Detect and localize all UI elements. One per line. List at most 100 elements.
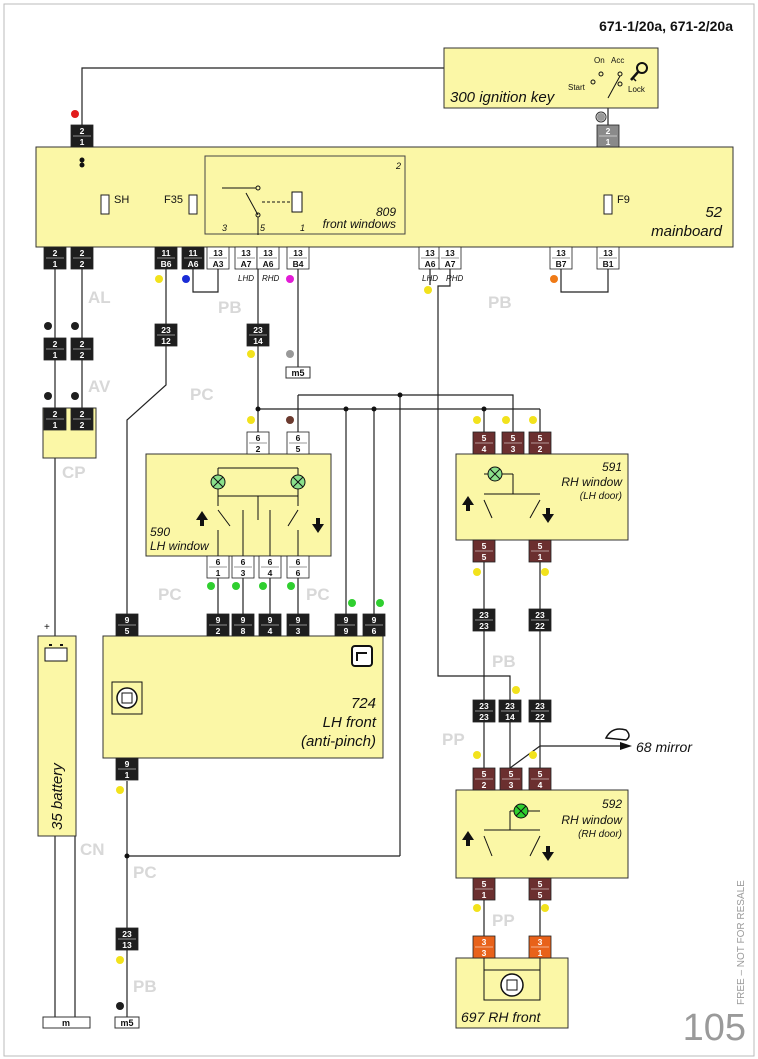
rhd-label: RHD [446, 274, 464, 283]
wire-color-dot [550, 275, 558, 283]
lh-front-motor-box [102, 635, 384, 759]
connector-pin-label: 23 [122, 929, 132, 939]
ground-m5-label: m5 [120, 1018, 133, 1028]
wire-color-dot [247, 416, 255, 424]
lh-window-internals [196, 467, 324, 556]
connector-pin-label: 6 [268, 557, 273, 567]
harness-label-pc: PC [133, 863, 157, 882]
connector-pin-label: 2 [53, 248, 58, 258]
connector-rw-55: 55 [472, 539, 496, 563]
connector-pin-label: 9 [125, 615, 130, 625]
rh-window-rh-sub: (RH door) [578, 829, 622, 840]
rh-window-lh-internals [462, 466, 554, 523]
connector-pin-label: 5 [482, 879, 487, 889]
connector-pin-label: 2 [80, 420, 85, 430]
connector-pin-label: 23 [535, 610, 545, 620]
connector-a-91: 91 [115, 757, 139, 781]
lh-window-name: LH window [150, 539, 210, 553]
harness-labels: AL PB PB AV PC CP PC PC PB PP CN PC PP P… [62, 288, 516, 996]
wire-color-dot [116, 786, 124, 794]
connector-pin-label: 9 [344, 615, 349, 625]
connector-pin-label: 5 [538, 769, 543, 779]
connector-pin-label: 5 [509, 769, 514, 779]
connector-av-21: 21 [43, 337, 67, 361]
connector-pin-label: 6 [372, 626, 377, 636]
connector-pin-label: 2 [482, 780, 487, 790]
fuse-sh-label: SH [114, 194, 129, 206]
connector-pin-label: 2 [80, 259, 85, 269]
connector-pin-label: 23 [505, 701, 515, 711]
connector-pin-label: 5 [296, 444, 301, 454]
connector-cp-21: 21 [43, 407, 67, 431]
connector-pin-label: B7 [556, 259, 567, 269]
connector-pin-label: 5 [482, 433, 487, 443]
connector-pin-label: 11 [162, 248, 171, 258]
mainboard-number: 52 [705, 204, 722, 221]
wire-color-dot [116, 1002, 124, 1010]
connector-pin-label: 2 [53, 339, 58, 349]
ignition-key-label: 300 ignition key [450, 89, 556, 106]
connector-pin-label: 6 [241, 557, 246, 567]
battery-plus: + [44, 622, 50, 633]
connector-pin-label: 22 [535, 712, 545, 722]
connector-rw-54: 54 [472, 431, 496, 455]
relay-contact [222, 185, 303, 235]
rh-window-lh-number: 591 [602, 460, 622, 474]
harness-label-pc: PC [306, 585, 330, 604]
battery-box [37, 635, 77, 837]
connector-pin-label: 1 [53, 259, 58, 269]
connector-pin-label: 23 [479, 621, 489, 631]
connector-r2-54: 54 [528, 767, 552, 791]
connector-pin-label: 6 [216, 557, 221, 567]
connector-pin-label: 2 [53, 409, 58, 419]
rh-window-rh-name: RH window [561, 813, 623, 827]
fuse-f35-label: F35 [164, 194, 183, 206]
ignition-lock-label: Lock [628, 85, 646, 94]
connector-pin-label: B6 [161, 259, 172, 269]
wire-color-dot [512, 686, 520, 694]
connector-pin-label: 13 [445, 248, 455, 258]
harness-label-cp: CP [62, 463, 86, 482]
wire-color-dot [541, 904, 549, 912]
connector-pin-label: 2 [606, 126, 611, 136]
wire-color-dot [529, 751, 537, 759]
motor-icon [111, 681, 143, 715]
diagram-ref: 671-1/20a, 671-2/20a [599, 18, 733, 34]
connector-pin-label: 9 [296, 615, 301, 625]
wire-color-dot [116, 956, 124, 964]
key-icon [630, 62, 648, 82]
connector-pin-label: 9 [268, 615, 273, 625]
connector-pin-label: 9 [216, 615, 221, 625]
connector-a-99: 99 [334, 613, 358, 637]
page-number: 105 [683, 1007, 746, 1049]
connector-pin-label: 13 [556, 248, 566, 258]
connector-pin-label: 1 [80, 137, 85, 147]
connector-pin-label: A6 [263, 259, 274, 269]
relay-terminal-3: 3 [222, 223, 227, 233]
rh-window-rh-number: 592 [602, 797, 622, 811]
harness-label-av: AV [88, 377, 111, 396]
connector-pin-label: 5 [482, 552, 487, 562]
harness-label-pb: PB [133, 977, 157, 996]
connector-pin-label: 2 [80, 339, 85, 349]
connector-pin-label: 13 [603, 248, 613, 258]
ground-m5 [114, 1016, 140, 1029]
connector-pin-label: 5 [538, 890, 543, 900]
connector-pin-label: 1 [125, 770, 130, 780]
connector-av-22: 22 [70, 337, 94, 361]
wire-color-dot [376, 599, 384, 607]
lhd-label: LHD [238, 274, 254, 283]
connector-pin-label: 5 [538, 433, 543, 443]
connector-a-92: 92 [206, 613, 230, 637]
wire-color-dot [71, 322, 79, 330]
wire-color-dot [247, 350, 255, 358]
wire-color-dot [541, 568, 549, 576]
connector-pin-label: 4 [268, 626, 273, 636]
connector-pin-label: 14 [253, 336, 263, 346]
harness-label-al: AL [88, 288, 111, 307]
connector-pin-label: 13 [425, 248, 435, 258]
